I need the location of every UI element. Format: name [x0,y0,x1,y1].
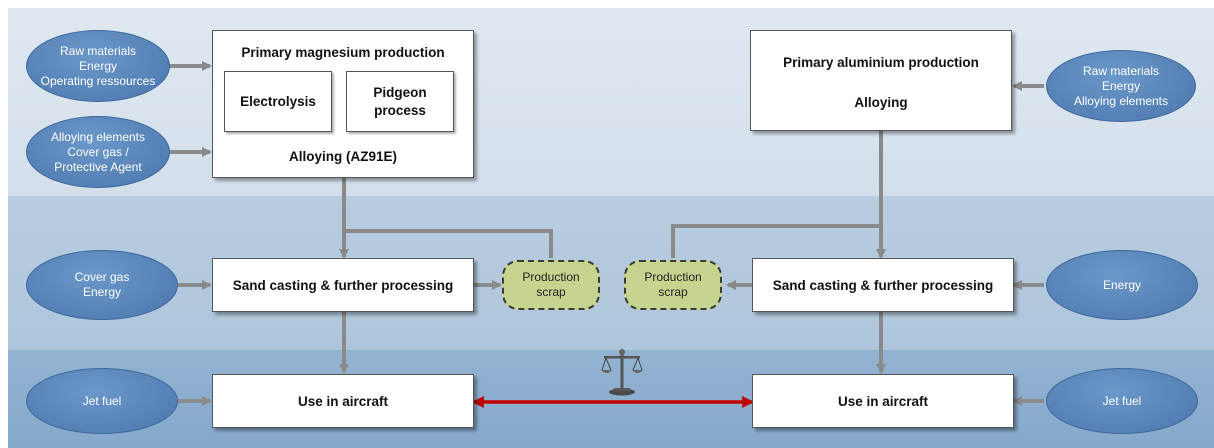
al-casting-input: Energy [1046,250,1198,320]
mg-alloying-label: Alloying (AZ91E) [288,149,397,164]
primary-magnesium-box: Primary magnesium production Electrolysi… [212,30,474,178]
al-use-in-aircraft-box: Use in aircraft [752,374,1014,428]
mg-casting-input: Cover gas Energy [26,250,178,320]
al-scrap-loop [671,224,881,258]
al-raw-materials-input: Raw materials Energy Alloying elements [1046,50,1196,122]
mg-raw-materials-input: Raw materials Energy Operating ressource… [26,30,170,102]
mg-sand-casting-box: Sand casting & further processing [212,258,474,312]
al-jet-fuel-input: Jet fuel [1046,368,1198,434]
mg-alloying-input: Alloying elements Cover gas / Protective… [26,116,170,188]
mg-jet-fuel-input: Jet fuel [26,368,178,434]
al-sand-casting-box: Sand casting & further processing [752,258,1014,312]
primary-aluminium-title: Primary aluminium production [783,55,979,70]
al-alloying-label: Alloying [854,95,908,110]
production-band [8,8,1214,196]
primary-magnesium-title: Primary magnesium production [241,45,445,60]
mg-use-in-aircraft-box: Use in aircraft [212,374,474,428]
mg-scrap-loop [344,229,553,258]
primary-aluminium-box: Primary aluminium production Alloying [750,30,1012,131]
balance-scale-icon [601,349,643,396]
pidgeon-process-box: Pidgeon process [346,71,454,132]
al-production-scrap: Production scrap [624,260,722,310]
electrolysis-box: Electrolysis [224,71,332,132]
mg-production-scrap: Production scrap [502,260,600,310]
